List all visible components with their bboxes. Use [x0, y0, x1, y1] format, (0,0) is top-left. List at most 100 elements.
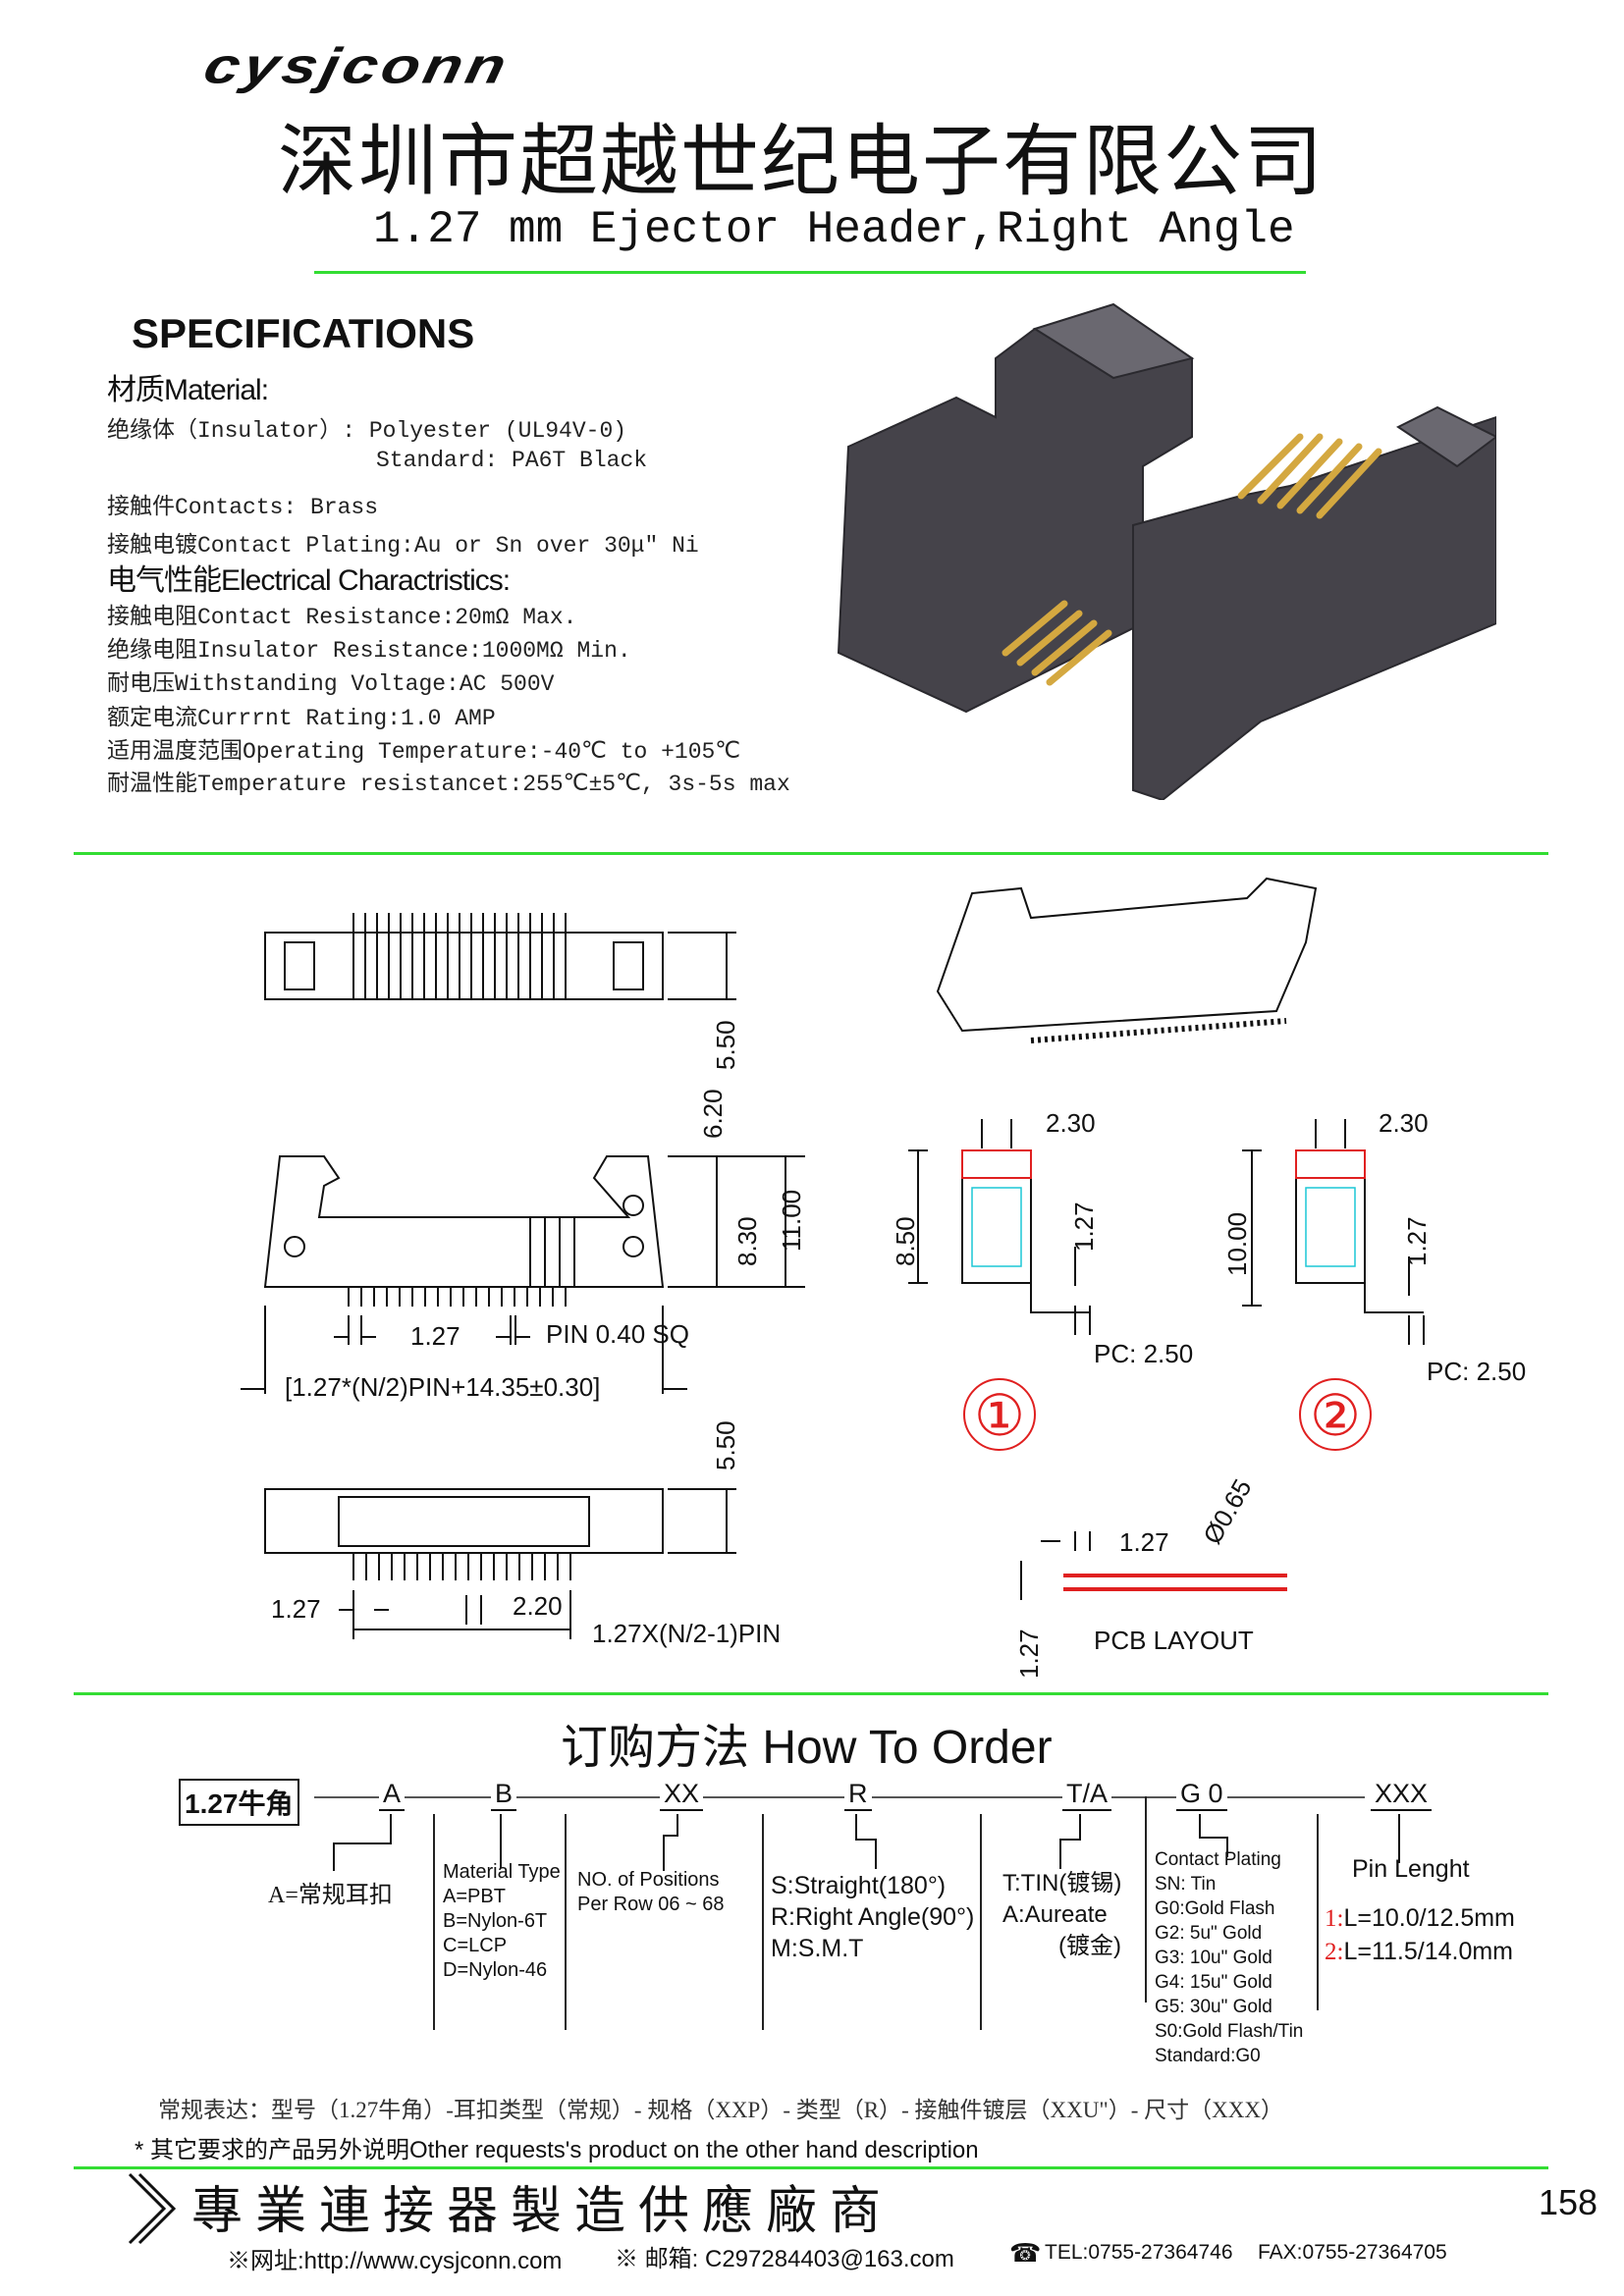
plating-option: G0:Gold Flash — [1155, 1898, 1275, 1919]
detail-marker-1: ① — [974, 1384, 1025, 1448]
option-number: 1: — [1325, 1905, 1344, 1932]
spec-insulator: 绝缘体（Insulator）: Polyester (UL94V-0) — [107, 418, 627, 444]
pcb-dim-1-27: 1.27 — [1119, 1527, 1169, 1557]
separator — [433, 1814, 435, 2030]
plating-option: G5: 30u" Gold — [1155, 1997, 1272, 2017]
finish-option: A:Aureate — [1002, 1901, 1108, 1928]
finish-list: T:TIN(镀锡)A:Aureate(镀金) — [1002, 1868, 1121, 1962]
pin-length-option-2: 2:L=11.5/14.0mm — [1325, 1938, 1513, 1966]
code-xx: XX — [660, 1779, 704, 1811]
material-option: B=Nylon-6T — [443, 1910, 548, 1932]
detail-marker-2: ② — [1310, 1384, 1361, 1448]
option-value: L=11.5/14.0mm — [1343, 1938, 1514, 1965]
pin-size-label: PIN 0.40 SQ — [546, 1319, 689, 1349]
order-note: * 其它要求的产品另外说明Other requests's product on… — [135, 2137, 979, 2163]
side-view-outline — [263, 1155, 665, 1288]
ejector-type-desc: A=常规耳扣 — [268, 1883, 393, 1908]
type-option: R:Right Angle(90°) — [771, 1903, 975, 1931]
page-number: 158 — [1539, 2182, 1598, 2222]
plating-option: S0:Gold Flash/Tin — [1155, 2021, 1304, 2042]
dim-2-20: 2.20 — [513, 1591, 563, 1621]
material-option: C=LCP — [443, 1935, 508, 1956]
plating-option: G2: 5u" Gold — [1155, 1923, 1263, 1944]
material-option: A=PBT — [443, 1886, 506, 1907]
row-formula: 1.27X(N/2-1)PIN — [592, 1619, 781, 1648]
material-heading: Material Type — [443, 1861, 561, 1883]
type-option: S:Straight(180°) — [771, 1872, 947, 1899]
separator — [565, 1814, 567, 2030]
material-heading: 材质Material: — [107, 374, 269, 406]
footer-slogan: 專 業 連 接 器 製 造 供 應 廠 商 — [191, 2184, 882, 2240]
length-formula: [1.27*(N/2)PIN+14.35±0.30] — [285, 1372, 600, 1402]
material-option: D=Nylon-46 — [443, 1959, 548, 1981]
spec-item: 耐温性能Temperature resistancet:255℃±5℃, 3s-… — [107, 772, 790, 797]
footer-email: ※ 邮箱: C297284403@163.com — [615, 2246, 954, 2272]
divider — [74, 1692, 1548, 1695]
double-chevron-icon — [128, 2172, 177, 2245]
bottom-view-outline — [264, 1488, 664, 1554]
leader-lines — [333, 1814, 1400, 1871]
detail2-dim-10-00: 10.00 — [1222, 1212, 1252, 1276]
pcb-layout-label: PCB LAYOUT — [1094, 1626, 1254, 1655]
spec-item: 耐电压Withstanding Voltage:AC 500V — [107, 671, 555, 697]
dim-1-27-bottom: 1.27 — [271, 1594, 321, 1624]
order-example: 常规表达：型号（1.27牛角）-耳扣类型（常规）- 规格（XXP）- 类型（R）… — [158, 2098, 1283, 2122]
spec-item: 额定电流Currrnt Rating:1.0 AMP — [107, 706, 496, 731]
option-number: 2: — [1325, 1939, 1344, 1965]
spec-item: 绝缘电阻Insulator Resistance:1000MΩ Min. — [107, 638, 631, 664]
top-view-outline — [264, 932, 664, 1000]
positions-range: Per Row 06 ~ 68 — [577, 1894, 725, 1915]
company-logo: cysjconn — [198, 37, 515, 94]
divider — [74, 852, 1548, 855]
pcb-dim-1-27-vertical: 1.27 — [1014, 1629, 1044, 1679]
plating-option: G3: 10u" Gold — [1155, 1948, 1272, 1968]
option-value: L=10.0/12.5mm — [1343, 1904, 1515, 1932]
plating-option: SN: Tin — [1155, 1874, 1217, 1895]
plating-option: G4: 15u" Gold — [1155, 1972, 1272, 1993]
pcb-hole-diameter: Ø0.65 — [1197, 1474, 1257, 1549]
product-render — [837, 302, 1496, 800]
pin-length-heading: Pin Lenght — [1352, 1855, 1470, 1883]
type-option: M:S.M.T — [771, 1935, 864, 1962]
divider — [74, 2166, 1548, 2169]
spec-contacts: 接触件Contacts: Brass — [107, 495, 379, 520]
order-title: 订购方法 How To Order — [561, 1722, 1053, 1774]
spec-item: 接触电阻Contact Resistance:20mΩ Max. — [107, 605, 577, 630]
page-title: 1.27 mm Ejector Header,Right Angle — [373, 204, 1295, 255]
detail2-dim-1-27: 1.27 — [1402, 1216, 1432, 1266]
dim-pitch: 1.27 — [410, 1321, 460, 1351]
divider — [314, 271, 1306, 274]
code-xxx: XXX — [1371, 1779, 1433, 1811]
footer-fax: FAX:0755-27364705 — [1258, 2241, 1447, 2264]
detail2-dim-2-30: 2.30 — [1379, 1108, 1429, 1138]
code-line — [314, 1796, 1365, 1798]
separator — [1145, 1796, 1147, 2002]
code-b: B — [491, 1779, 517, 1811]
detail2-pc: PC: 2.50 — [1427, 1357, 1526, 1386]
separator — [980, 1814, 982, 2030]
dim-6-20: 6.20 — [698, 1089, 728, 1139]
isometric-view — [936, 877, 1318, 1033]
detail1-dim-1-27: 1.27 — [1069, 1201, 1099, 1252]
code-r: R — [844, 1779, 872, 1811]
electrical-heading: 电气性能Electrical Charactristics: — [107, 564, 511, 597]
footer-tel: TEL:0755-27364746 — [1045, 2241, 1233, 2264]
dim-11-00: 11.00 — [777, 1190, 806, 1252]
separator — [762, 1814, 764, 2030]
plating-heading: Contact Plating — [1155, 1849, 1281, 1870]
pin-length-option-1: 1:L=10.0/12.5mm — [1325, 1904, 1515, 1933]
dim-5-50-bottom: 5.50 — [711, 1420, 740, 1470]
phone-icon: ☎ — [1009, 2238, 1042, 2268]
detail1-pc: PC: 2.50 — [1094, 1339, 1193, 1368]
dim-5-50-top: 5.50 — [711, 1020, 740, 1070]
pcb-hole-pattern — [1063, 1574, 1287, 1591]
separator — [1317, 1814, 1319, 2010]
detail1-dim-8-50: 8.50 — [891, 1216, 920, 1266]
code-a: A — [379, 1779, 406, 1811]
finish-option: (镀金) — [1058, 1933, 1121, 1959]
part-number-box: 1.27牛角 — [179, 1779, 299, 1826]
company-name-cn: 深圳市超越世纪电子有限公司 — [278, 120, 1325, 206]
